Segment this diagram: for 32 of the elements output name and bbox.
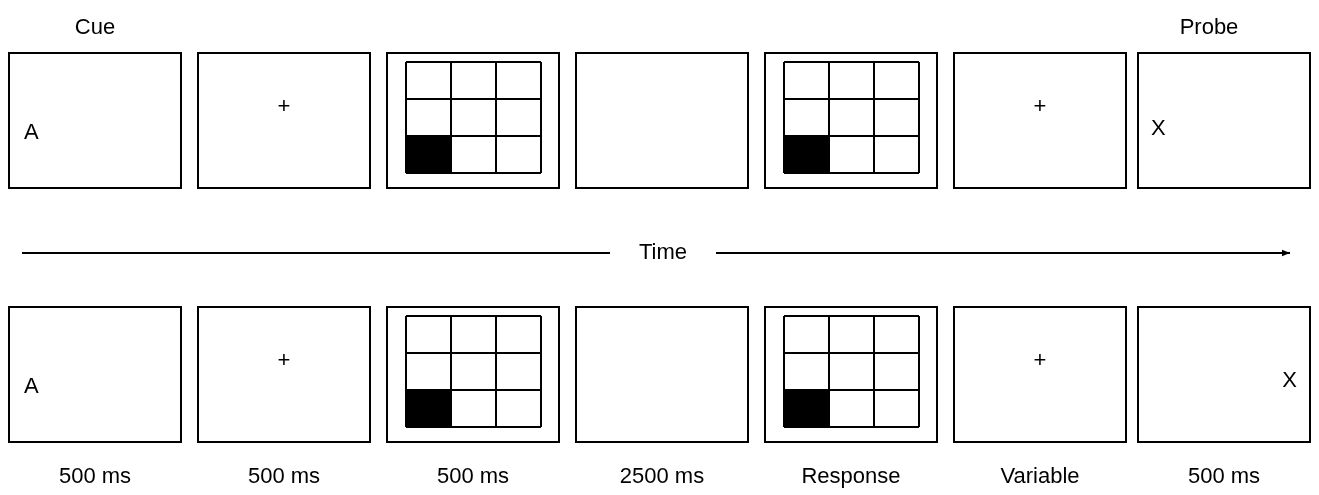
grid-screen (764, 306, 938, 443)
phase-label: Cue (73, 14, 117, 40)
screen-frame (1137, 52, 1311, 189)
fixation-cross: + (1033, 94, 1047, 118)
fixation-cross: + (277, 94, 291, 118)
duration-label: 500 ms (1186, 463, 1262, 489)
screen-frame (953, 306, 1127, 443)
screen-frame (197, 306, 371, 443)
duration-label: 2500 ms (618, 463, 706, 489)
axis-label: Time (638, 239, 688, 265)
stimulus-letter: A (24, 374, 39, 398)
screen-frame (575, 52, 749, 189)
grid-screen (386, 52, 560, 189)
phase-label: Probe (1178, 14, 1240, 40)
grid-screen (386, 306, 560, 443)
screen-frame (8, 52, 182, 189)
duration-label: Variable (999, 463, 1081, 489)
screen-frame (8, 306, 182, 443)
duration-label: 500 ms (246, 463, 322, 489)
stimulus-letter: A (24, 120, 39, 144)
fixation-cross: + (277, 348, 291, 372)
screen-frame (1137, 306, 1311, 443)
duration-label: Response (800, 463, 902, 489)
screen-frame (953, 52, 1127, 189)
stimulus-letter: X (1151, 116, 1166, 140)
screen-frame (197, 52, 371, 189)
grid-screen (764, 52, 938, 189)
fixation-cross: + (1033, 348, 1047, 372)
duration-label: 500 ms (57, 463, 133, 489)
duration-label: 500 ms (435, 463, 511, 489)
stimulus-letter: X (1282, 368, 1297, 392)
screen-frame (575, 306, 749, 443)
